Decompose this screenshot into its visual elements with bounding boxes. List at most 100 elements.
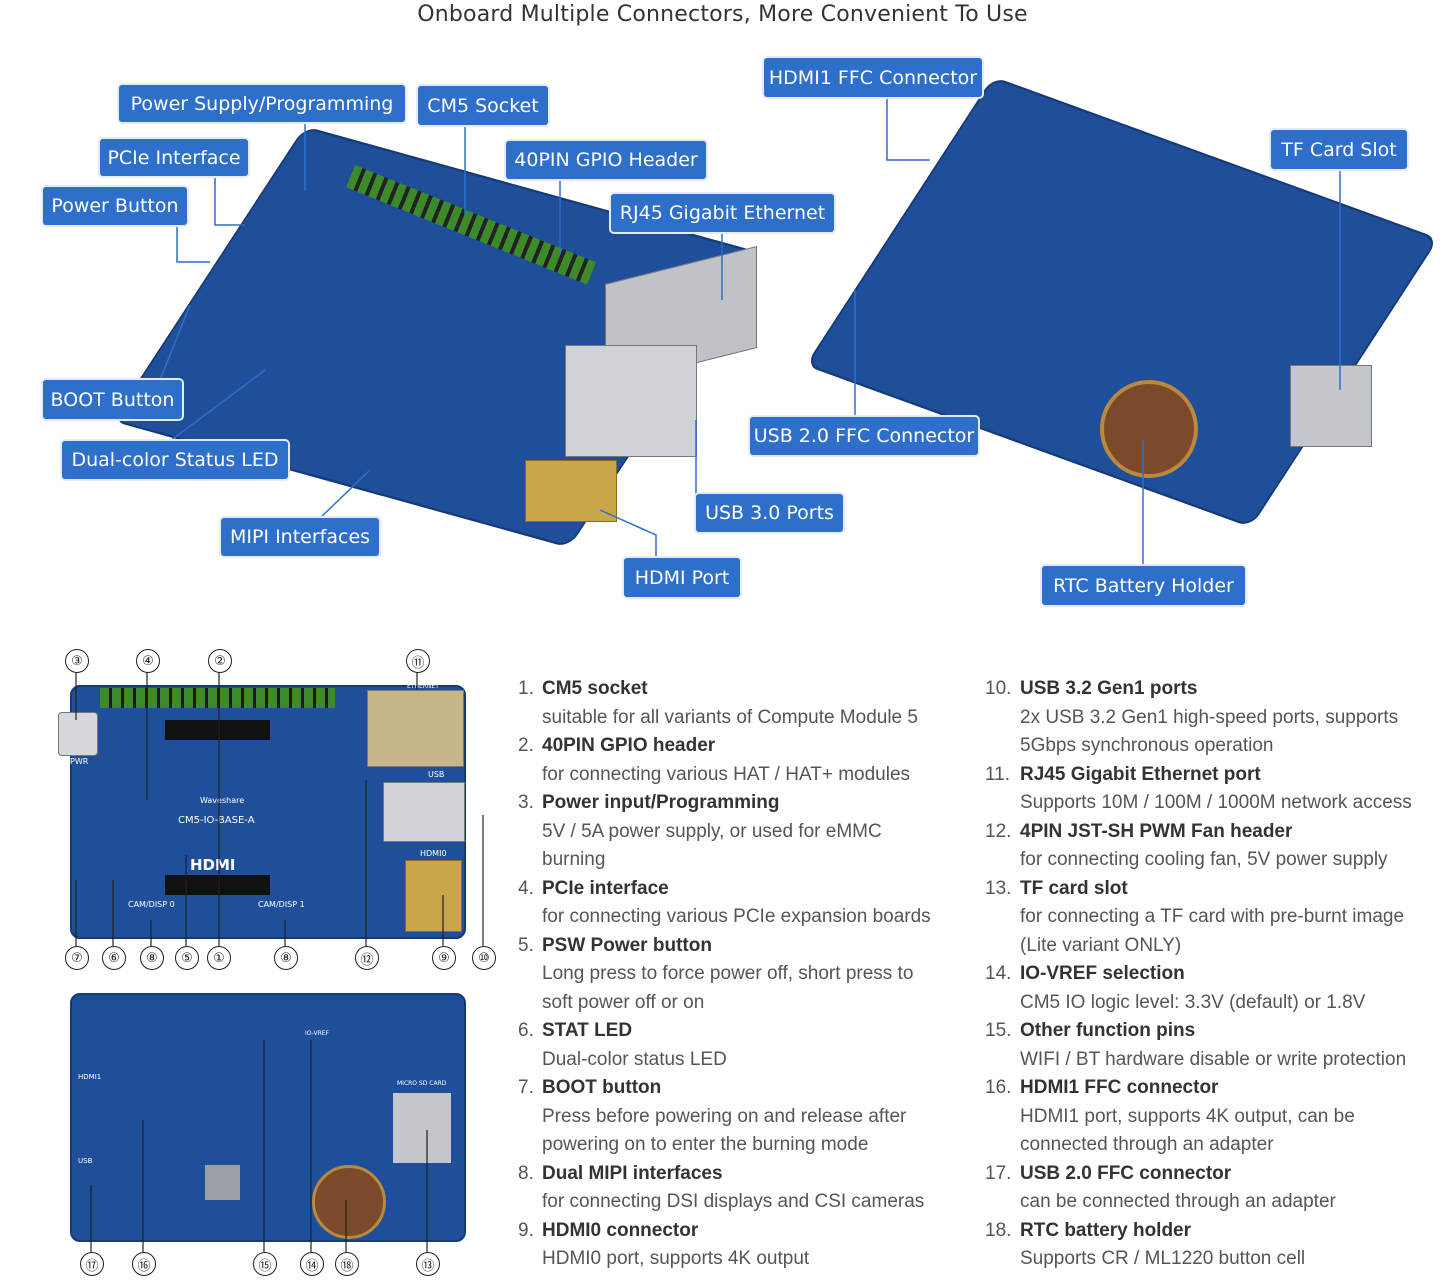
hdmi0-flat <box>405 860 462 932</box>
feature-description: Supports 10M / 100M / 1000M network acce… <box>1020 792 1412 813</box>
hdmi0-label: HDMI0 <box>420 849 447 858</box>
feature-title: PCIe interface <box>542 877 669 899</box>
callout-mipi: MIPI Interfaces <box>221 518 379 556</box>
marker-5: ⑤ <box>175 946 199 970</box>
marker-11: ⑪ <box>406 649 430 673</box>
feature-description: 2x USB 3.2 Gen1 high-speed ports, suppor… <box>1020 706 1399 728</box>
cam1-label: CAM/DISP 1 <box>258 900 305 909</box>
feature-description: suitable for all variants of Compute Mod… <box>542 706 918 728</box>
feature-heading: 16. HDMI1 FFC connector <box>985 1074 1412 1103</box>
marker-7: ⑦ <box>65 946 89 970</box>
feature-heading: 3.Power input/Programming <box>518 789 931 818</box>
feature-description: Dual-color status LED <box>542 1048 727 1070</box>
feature-description: burning <box>542 849 606 870</box>
usb-ffc-flat-label: USB <box>78 1157 93 1165</box>
feature-heading: 8. Dual MIPI interfaces <box>518 1160 931 1189</box>
feature-description: HDMI0 port, supports 4K output <box>542 1248 810 1269</box>
feature-heading: 5.PSW Power button <box>518 932 931 961</box>
feature-description: WIFI / BT hardware disable or write prot… <box>1020 1048 1407 1070</box>
ethernet-flat <box>367 690 464 767</box>
feature-number: 14. <box>985 963 1012 984</box>
feature-heading: 2.40PIN GPIO header <box>518 732 931 761</box>
cm5-socket-flat <box>165 720 270 740</box>
feature-heading: 15.Other function pins <box>985 1017 1412 1046</box>
feature-title: STAT LED <box>542 1020 633 1041</box>
feature-description: CM5 IO logic level: 3.3V (default) or 1.… <box>1020 991 1366 1013</box>
feature-number: 13. <box>985 877 1012 899</box>
feature-heading: 13. TF card slot <box>985 875 1412 904</box>
feature-heading: 1.CM5 socket <box>518 675 931 704</box>
marker-13: ⑬ <box>416 1252 440 1276</box>
feature-number: 4. <box>518 877 534 899</box>
feature-number: 8. <box>518 1162 534 1184</box>
board-model-label: CM5-IO-BASE-A <box>178 815 255 826</box>
feature-title: TF card slot <box>1020 877 1128 899</box>
feature-description: (Lite variant ONLY) <box>1020 934 1182 956</box>
feature-number: 18. <box>985 1219 1012 1241</box>
feature-number: 5. <box>518 934 534 956</box>
feature-number: 16. <box>985 1077 1012 1098</box>
hdmi-port <box>525 460 617 522</box>
feature-number: 6. <box>518 1020 534 1041</box>
feature-title: Dual MIPI interfaces <box>542 1162 723 1184</box>
gpio-header-flat <box>100 688 335 708</box>
feature-heading: 18. RTC battery holder <box>985 1217 1412 1246</box>
marker-1: ① <box>207 946 231 970</box>
cam0-label: CAM/DISP 0 <box>128 900 175 909</box>
feature-title: HDMI0 connector <box>542 1219 699 1241</box>
feature-title: BOOT button <box>542 1077 662 1098</box>
feature-number: 11. <box>985 763 1011 785</box>
feature-title: RTC battery holder <box>1020 1219 1192 1241</box>
feature-description: for connecting various HAT / HAT+ module… <box>542 763 911 785</box>
feature-heading: 17.USB 2.0 FFC connector <box>985 1160 1412 1189</box>
feature-item: 6. STAT LED Dual-color status LED <box>518 1017 931 1074</box>
feature-number: 3. <box>518 792 534 813</box>
board-hdmi-label: HDMI <box>190 856 236 874</box>
feature-number: 12. <box>985 820 1012 842</box>
feature-title: USB 3.2 Gen1 ports <box>1020 678 1198 699</box>
callout-hdmi1-ffc: HDMI1 FFC Connector <box>764 58 982 97</box>
callout-power-button: Power Button <box>43 187 187 225</box>
feature-heading: 14.IO-VREF selection <box>985 960 1412 989</box>
feature-title: 4PIN JST-SH PWM Fan header <box>1020 820 1293 842</box>
hdmi1-flat-label: HDMI1 <box>78 1073 102 1081</box>
marker-4: ④ <box>136 649 160 673</box>
feature-heading: 10.USB 3.2 Gen1 ports <box>985 675 1412 704</box>
callout-status-led: Dual-color Status LED <box>62 441 288 479</box>
feature-description: soft power off or on <box>542 991 705 1013</box>
rtc-flat <box>312 1165 386 1239</box>
feature-title: RJ45 Gigabit Ethernet port <box>1020 763 1261 785</box>
marker-17: ⑰ <box>80 1252 104 1276</box>
feature-description: Press before powering on and release aft… <box>542 1105 907 1127</box>
callout-hdmi-port: HDMI Port <box>624 558 740 597</box>
feature-title: CM5 socket <box>542 678 648 699</box>
rtc-battery-holder <box>1100 380 1198 478</box>
board-brand-label: Waveshare <box>200 796 245 805</box>
callout-usb3: USB 3.0 Ports <box>696 494 843 532</box>
callout-gpio: 40PIN GPIO Header <box>506 141 706 179</box>
feature-description: Long press to force power off, short pre… <box>542 963 914 984</box>
feature-title: HDMI1 FFC connector <box>1020 1077 1219 1098</box>
marker-8a: ⑧ <box>140 946 164 970</box>
callout-boot: BOOT Button <box>43 380 182 419</box>
feature-description: 5Gbps synchronous operation <box>1020 735 1274 756</box>
feature-description: connected through an adapter <box>1020 1134 1274 1155</box>
feature-number: 9. <box>518 1219 534 1241</box>
feature-number: 15. <box>985 1020 1012 1041</box>
marker-8b: ⑧ <box>274 946 298 970</box>
marker-3: ③ <box>65 649 89 673</box>
callout-cm5-socket: CM5 Socket <box>418 86 548 125</box>
usb-flat <box>383 782 465 842</box>
